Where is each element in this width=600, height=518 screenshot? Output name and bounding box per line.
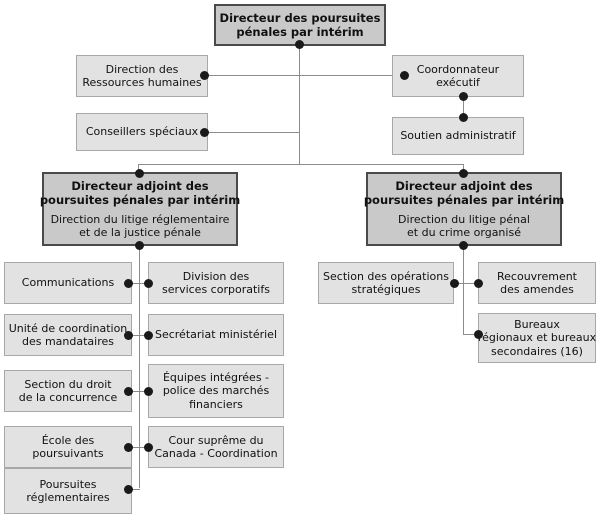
node-conseillers-speciaux[interactable]: Conseillers spéciaux	[76, 113, 208, 151]
connector-dot-unite-coordination	[124, 331, 133, 340]
connector-dot-deputy-right-top	[459, 169, 468, 178]
connector-right-row-1	[454, 283, 478, 284]
node-label-line: Unité de coordination	[8, 321, 128, 335]
node-equipes-integrees[interactable]: Équipes intégrées - police des marchés f…	[148, 364, 284, 418]
connector-left-row-2	[131, 335, 155, 336]
node-secretariat-ministeriel[interactable]: Secrétariat ministériel	[148, 314, 284, 356]
node-title: Directeur adjoint des poursuites pénales…	[364, 179, 564, 207]
node-directeur-adjoint-litige-penal[interactable]: Directeur adjoint des poursuites pénales…	[364, 172, 564, 246]
connector-dot-conseillers-speciaux	[200, 128, 209, 137]
connector-dot-coordonnateur-left	[400, 71, 409, 80]
connector-right-deputy-spine	[463, 245, 464, 334]
connector-dot-coordonnateur-bottom	[459, 92, 468, 101]
node-label-line: police des marchés	[162, 384, 270, 398]
connector-right-row-2	[463, 334, 478, 335]
node-label-line: Secrétariat ministériel	[154, 328, 278, 342]
connector-dot-communications	[124, 279, 133, 288]
node-division-services-corporatifs[interactable]: Division des services corporatifs	[148, 262, 284, 304]
node-directeur-adjoint-litige-reglementaire[interactable]: Directeur adjoint des poursuites pénales…	[40, 172, 240, 246]
node-title-line: poursuites pénales par intérim	[39, 192, 241, 207]
node-ecole-poursuivants[interactable]: École des poursuivants	[4, 426, 132, 468]
node-label-line: Soutien administratif	[400, 129, 516, 143]
node-directeur-poursuites-penales[interactable]: Directeur des poursuites pénales par int…	[214, 4, 386, 46]
node-label-line: de la concurrence	[18, 391, 118, 404]
node-label-line: Section des opérations	[323, 269, 449, 283]
connector-root-to-conseillers	[204, 132, 300, 133]
node-label-line: Division des	[182, 269, 250, 283]
connector-dot-ressources-humaines	[200, 71, 209, 80]
node-label-line: Communications	[21, 276, 115, 290]
node-label-line: Direction des	[105, 62, 179, 76]
node-label-line: poursuivants	[32, 447, 104, 460]
node-section-droit-concurrence[interactable]: Section du droit de la concurrence	[4, 370, 132, 412]
node-label-line: École des	[41, 433, 95, 447]
connector-deputy-bar	[138, 164, 464, 165]
node-poursuites-reglementaires[interactable]: Poursuites réglementaires	[4, 468, 132, 514]
node-soutien-administratif[interactable]: Soutien administratif	[392, 117, 524, 155]
node-subtitle-line: et du crime organisé	[407, 226, 521, 240]
node-subtitle-line: Direction du litige pénal	[398, 212, 530, 226]
connector-dot-root-bottom	[295, 40, 304, 49]
connector-root-spine	[299, 44, 300, 165]
node-label-line: des amendes	[500, 283, 574, 296]
node-label-line: pénales par intérim	[236, 25, 364, 39]
connector-dot-section-droit-concurrence	[124, 387, 133, 396]
node-label-line: secondaires (16)	[491, 344, 583, 358]
connector-left-row-4	[131, 447, 155, 448]
node-section-operations-strategiques[interactable]: Section des opérations stratégiques	[318, 262, 454, 304]
node-label-line: Directeur des poursuites	[219, 10, 381, 25]
node-bureaux-regionaux[interactable]: Bureaux régionaux et bureaux secondaires…	[478, 313, 596, 363]
node-title-line: Directeur adjoint des	[71, 178, 209, 193]
connector-dot-section-operations	[450, 279, 459, 288]
node-direction-ressources-humaines[interactable]: Direction des Ressources humaines	[76, 55, 208, 97]
node-title-line: poursuites pénales par intérim	[363, 192, 565, 207]
node-subtitle: Direction du litige pénal et du crime or…	[398, 213, 530, 240]
node-subtitle: Direction du litige réglementaire et de …	[51, 213, 230, 240]
connector-dot-bureaux-regionaux	[474, 330, 483, 339]
node-recouvrement-amendes[interactable]: Recouvrement des amendes	[478, 262, 596, 304]
connector-dot-ecole-poursuivants	[124, 443, 133, 452]
connector-left-row-5	[131, 489, 140, 490]
connector-root-to-staff-row1	[204, 75, 404, 76]
connector-coordonnateur-to-soutien	[463, 95, 464, 117]
node-communications[interactable]: Communications	[4, 262, 132, 304]
node-label-line: Ressources humaines	[82, 76, 202, 89]
node-label-line: Équipes intégrées -	[162, 370, 270, 384]
connector-left-row-3	[131, 391, 155, 392]
node-label-line: régionaux et bureaux	[477, 331, 597, 345]
connector-dot-soutien-administratif	[459, 113, 468, 122]
node-title: Directeur adjoint des poursuites pénales…	[40, 179, 240, 207]
node-label-line: des mandataires	[21, 335, 115, 348]
node-subtitle-line: et de la justice pénale	[79, 226, 201, 240]
connector-dot-poursuites-reglementaires	[124, 485, 133, 494]
node-subtitle-line: Direction du litige réglementaire	[50, 212, 230, 226]
connector-left-row-1	[131, 283, 155, 284]
connector-dot-cour-supreme	[144, 443, 153, 452]
node-label-line: Canada - Coordination	[154, 447, 278, 460]
node-coordonnateur-executif[interactable]: Coordonnateur exécutif	[392, 55, 524, 97]
connector-dot-deputy-right-bottom	[459, 241, 468, 250]
connector-dot-equipes-integrees	[144, 387, 153, 396]
connector-dot-deputy-left-bottom	[135, 241, 144, 250]
node-label-line: réglementaires	[26, 491, 110, 504]
connector-dot-deputy-left-top	[135, 169, 144, 178]
node-label-line: Coordonnateur	[416, 62, 500, 76]
node-label-line: Section du droit	[24, 377, 112, 391]
node-label-line: Conseillers spéciaux	[85, 125, 199, 139]
connector-left-deputy-spine	[139, 245, 140, 488]
node-label-line: exécutif	[436, 76, 480, 89]
node-label-line: services corporatifs	[162, 283, 270, 296]
node-label-line: Recouvrement	[497, 269, 577, 283]
node-label-line: financiers	[189, 397, 243, 411]
node-label-line: stratégiques	[351, 283, 421, 296]
node-unite-coordination-mandataires[interactable]: Unité de coordination des mandataires	[4, 314, 132, 356]
connector-dot-division-services-corporatifs	[144, 279, 153, 288]
node-title-line: Directeur adjoint des	[395, 178, 533, 193]
connector-dot-secretariat-ministeriel	[144, 331, 153, 340]
node-label-line: Bureaux	[514, 317, 560, 331]
connector-dot-recouvrement-amendes	[474, 279, 483, 288]
node-cour-supreme-coordination[interactable]: Cour suprême du Canada - Coordination	[148, 426, 284, 468]
node-label-line: Poursuites	[39, 477, 97, 491]
node-label-line: Cour suprême du	[168, 433, 264, 447]
